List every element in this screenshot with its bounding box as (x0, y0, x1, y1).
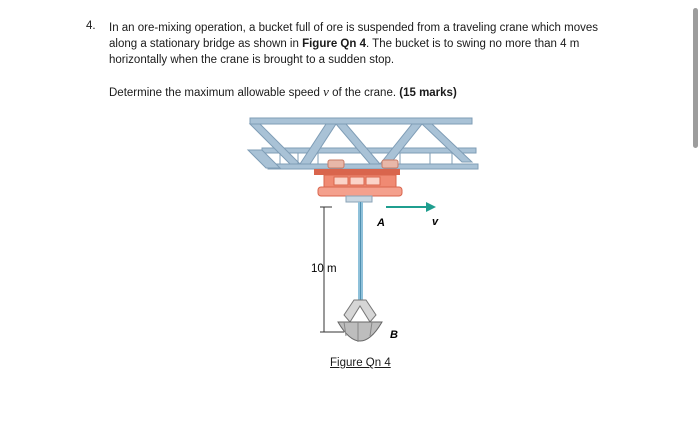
velocity-arrow (386, 202, 436, 212)
hook-block (345, 195, 373, 203)
intro-text-2: . The bucket is to swing no more than 4 … (109, 38, 580, 66)
marks: (15 marks) (399, 87, 457, 99)
label-b: B (390, 329, 398, 341)
crane-figure: A v 10 m B (246, 117, 479, 342)
figure-reference: Figure Qn 4 (302, 38, 366, 50)
question-number: 4. (86, 20, 96, 32)
trolley-wheels (327, 159, 399, 169)
figure-caption: Figure Qn 4 (330, 357, 391, 369)
question-intro: In an ore-mixing operation, a bucket ful… (109, 20, 629, 68)
label-v: v (432, 216, 439, 228)
dimension-line (320, 206, 344, 333)
intro-text-1: In an ore-mixing operation, a bucket ful… (109, 22, 599, 50)
task-text-1: Determine the maximum allowable speed (109, 87, 324, 99)
length-label: 10 m (311, 263, 337, 275)
scrollbar[interactable] (693, 8, 698, 148)
task-variable: v (323, 84, 329, 99)
bridge-truss (246, 117, 479, 170)
cable (358, 202, 363, 302)
ore-bucket (337, 299, 383, 342)
question-task: Determine the maximum allowable speed v … (109, 84, 457, 100)
task-text-2: of the crane. (328, 87, 400, 99)
label-a: A (376, 217, 385, 229)
trolley (314, 169, 403, 197)
